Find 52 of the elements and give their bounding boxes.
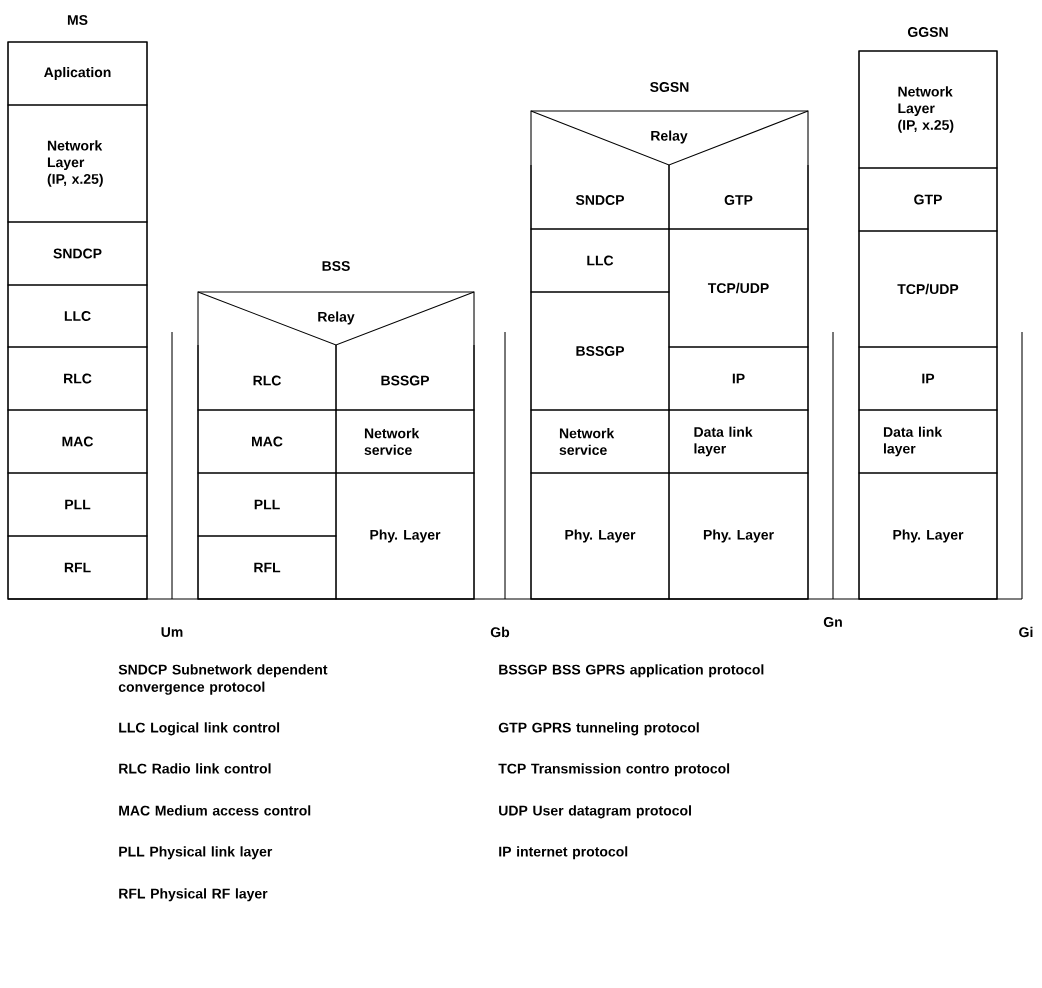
abbreviation-note: TCP Transmission contro protocol xyxy=(498,763,730,777)
protocol-layer: Network Layer (IP, x.25) xyxy=(858,50,998,169)
interface-label: Um xyxy=(161,627,183,637)
interface-label: Gi xyxy=(1019,626,1033,638)
abbreviation-note: IP internet protocol xyxy=(499,846,628,860)
protocol-layer: PLL xyxy=(7,472,148,537)
protocol-layer: Data link layer xyxy=(858,409,998,474)
stack-heading: BSS xyxy=(322,261,350,271)
abbreviation-note: BSSGP BSS GPRS application protocol xyxy=(499,664,764,678)
protocol-layer: SNDCP xyxy=(530,164,670,230)
protocol-layer: Phy. Layer xyxy=(668,472,809,600)
abbreviation-note: RLC Radio link control xyxy=(119,763,271,774)
protocol-layer: RFL xyxy=(197,535,337,600)
protocol-layer: Aplication xyxy=(7,41,148,106)
abbreviation-note: GTP GPRS tunneling protocol xyxy=(498,722,699,736)
protocol-layer: LLC xyxy=(530,228,670,293)
abbreviation-note: RFL Physical RF layer xyxy=(119,888,268,902)
stack-heading: SGSN xyxy=(650,82,689,92)
protocol-layer: RFL xyxy=(7,535,148,600)
protocol-layer: GTP xyxy=(668,164,809,230)
relay-wedge: Relay xyxy=(197,291,475,346)
protocol-layer: BSSGP xyxy=(530,291,670,411)
protocol-layer: TCP/UDP xyxy=(668,228,809,348)
protocol-layer: MAC xyxy=(197,409,337,474)
protocol-layer: Phy. Layer xyxy=(858,472,998,600)
abbreviation-note: MAC Medium access control xyxy=(119,805,311,816)
stack-heading: GGSN xyxy=(907,27,948,37)
protocol-layer: Network service xyxy=(335,409,475,474)
abbreviation-note: PLL Physical link layer xyxy=(119,846,273,860)
protocol-layer: RLC xyxy=(7,346,148,411)
stack-heading: MS xyxy=(67,15,88,25)
protocol-layer: SNDCP xyxy=(7,221,148,286)
protocol-layer: RLC xyxy=(197,344,337,411)
abbreviation-note: LLC Logical link control xyxy=(119,722,280,736)
protocol-layer: TCP/UDP xyxy=(858,230,998,348)
protocol-layer: Phy. Layer xyxy=(335,472,475,600)
abbreviation-note: SNDCP Subnetwork dependent convergence protocol xyxy=(118,664,328,695)
protocol-layer: Network Layer (IP, x.25) xyxy=(7,104,148,223)
interface-label: Gb xyxy=(490,626,510,638)
interface-label: Gn xyxy=(823,617,842,627)
protocol-layer: IP xyxy=(668,346,809,411)
protocol-layer: IP xyxy=(858,346,998,411)
protocol-layer: BSSGP xyxy=(335,344,475,411)
protocol-layer: Phy. Layer xyxy=(530,472,670,600)
abbreviation-note: UDP User datagram protocol xyxy=(499,805,691,819)
protocol-layer: LLC xyxy=(7,284,148,348)
protocol-layer: MAC xyxy=(7,409,148,474)
relay-wedge: Relay xyxy=(530,110,809,166)
protocol-layer: Network service xyxy=(530,409,670,474)
protocol-layer: GTP xyxy=(858,167,998,232)
protocol-layer: PLL xyxy=(197,472,337,537)
protocol-layer: Data link layer xyxy=(668,409,809,474)
